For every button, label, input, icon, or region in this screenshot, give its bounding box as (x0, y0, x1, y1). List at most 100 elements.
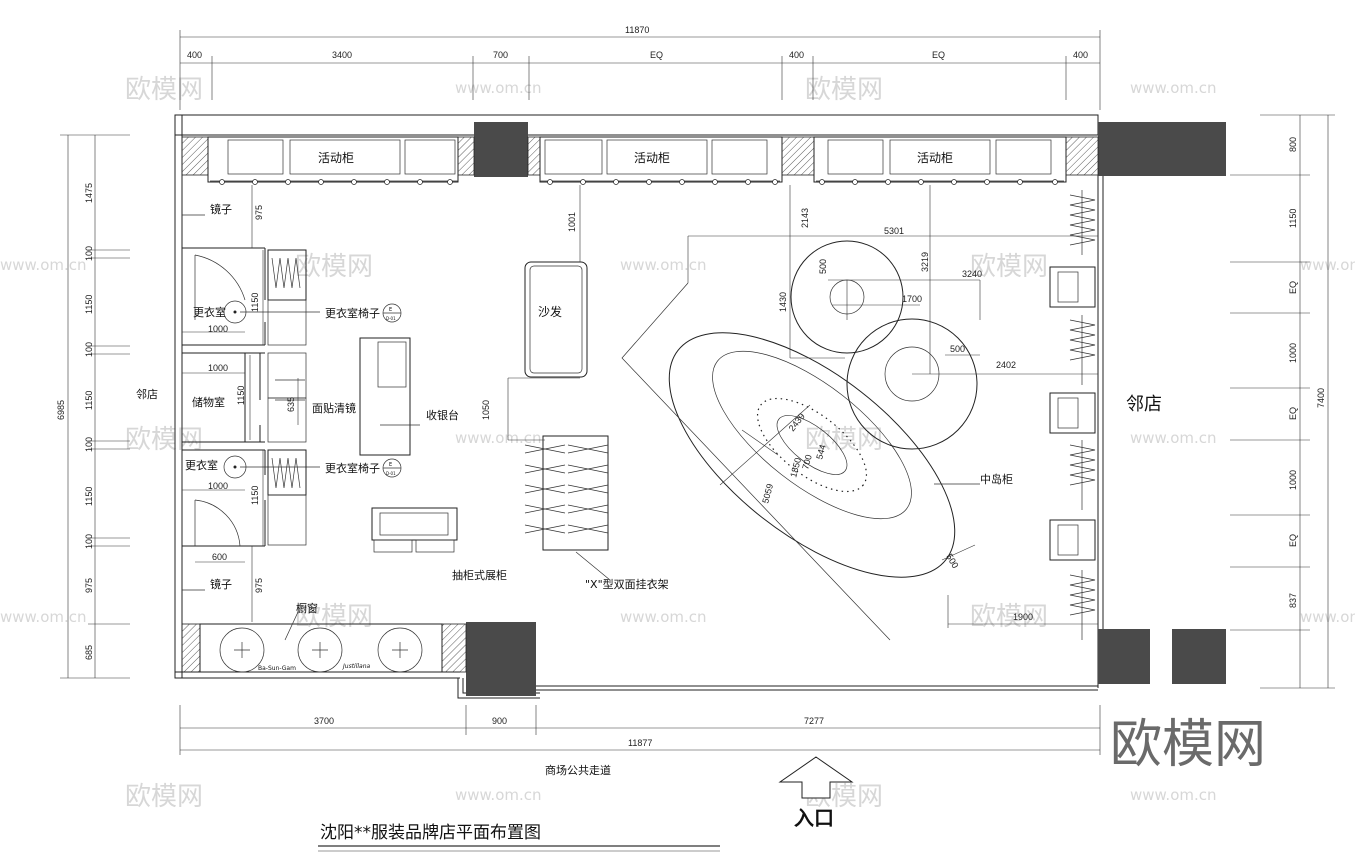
dim-label: 400 (187, 50, 202, 60)
dim-label: 700 (493, 50, 508, 60)
dim-label: EQ (1288, 534, 1298, 547)
watermark-brand: 欧模网 (970, 252, 1048, 282)
island-label: 中岛柜 (980, 472, 1013, 486)
dim-label: 1150 (250, 486, 260, 505)
hatched-walls (181, 136, 1099, 673)
dim-label: 900 (492, 716, 507, 726)
dim-label: 7400 (1316, 388, 1326, 408)
x-rack-label: "X"型双面挂衣架 (585, 577, 669, 591)
dim-label: 700 (800, 453, 814, 470)
inner-dimension-labels: 975 1001 1150 1000 1000 1150 635 1000 11… (208, 205, 1033, 622)
storage-room-label: 储物室 (192, 395, 225, 409)
dim-label: 635 (286, 397, 296, 412)
dim-label: 100 (84, 246, 94, 261)
wardrobe-racks (267, 249, 307, 546)
top-dimensions: 11870 400 3400 700 EQ 400 EQ 400 (179, 25, 1101, 110)
dim-label: EQ (1288, 407, 1298, 420)
dim-label: 975 (254, 578, 264, 593)
bottom-dimensions: 3700 900 7277 11877 (179, 705, 1101, 755)
dim-label: 400 (1073, 50, 1088, 60)
brand-logo: 欧模网 (1110, 715, 1266, 775)
dim-label: 685 (84, 645, 94, 660)
dim-label: 100 (84, 534, 94, 549)
cabinet-label: 活动柜 (318, 151, 354, 165)
wall-mirror-label: 面贴清镜 (312, 401, 356, 415)
watermark-brand: 欧模网 (125, 782, 203, 812)
chair-tag: E (389, 462, 392, 468)
dim-label: 500 (818, 259, 828, 274)
sofa-label: 沙发 (538, 304, 562, 319)
cabinet-label: 活动柜 (634, 151, 670, 165)
x-rack (524, 435, 611, 581)
dim-label: 7277 (804, 716, 824, 726)
dim-label: 100 (84, 342, 94, 357)
dim-label: 975 (254, 205, 264, 220)
dim-label: 1050 (481, 400, 491, 420)
dim-label: 1000 (208, 481, 228, 491)
watermark-brand: 欧模网 (805, 75, 883, 105)
right-dimensions: 7400 800 1150 EQ 1000 EQ 1000 EQ 837 (1230, 114, 1335, 689)
left-dimensions: 6985 1475 100 1150 100 1150 100 1150 100… (56, 134, 130, 679)
watermark-url: www.om.cn (0, 256, 87, 274)
dim-label: 1900 (1013, 612, 1033, 622)
window-label: 橱窗 (296, 601, 318, 615)
changing-chair-label: 更衣室椅子 (325, 461, 380, 475)
watermark-url: www.om.cn (620, 608, 707, 626)
drawing-title: 沈阳**服装品牌店平面布置图 (320, 823, 541, 843)
drawer-cabinet-label: 抽柜式展柜 (452, 568, 507, 582)
dim-label: 11870 (625, 25, 649, 35)
drawer-display-cabinet (371, 507, 458, 553)
watermark-url: www.om.cn (1300, 256, 1355, 274)
window-display: Ba-Sun-Gam Justillana (199, 611, 443, 673)
dim-label: 1150 (236, 386, 246, 405)
inner-dims-center (507, 185, 581, 441)
sofa (524, 261, 588, 378)
watermark-url: www.om.cn (455, 429, 542, 447)
dim-label: 1000 (1288, 470, 1298, 490)
dim-label: 3240 (962, 269, 982, 279)
dim-label: 1150 (250, 293, 260, 312)
dim-label: 11877 (628, 738, 652, 748)
dim-label: EQ (650, 50, 663, 60)
dim-label: 3219 (920, 252, 930, 272)
mirror-label: 镜子 (210, 577, 232, 591)
right-wall-racks (1049, 190, 1096, 640)
dim-label: 500 (950, 344, 965, 354)
dim-label: 1001 (567, 212, 577, 232)
watermark-brand: 欧模网 (295, 252, 373, 282)
watermark-url: www.om.cn (620, 256, 707, 274)
cashier-label: 收银台 (426, 408, 459, 422)
dim-label: 837 (1288, 593, 1298, 608)
dim-label: 2402 (996, 360, 1016, 370)
corridor-label: 商场公共走道 (545, 763, 611, 777)
dim-label: EQ (1288, 281, 1298, 294)
dim-label: 975 (84, 578, 94, 593)
watermark-brand: 欧模网 (805, 425, 883, 455)
dim-label: 100 (84, 437, 94, 452)
dim-label: 544 (814, 443, 828, 460)
dim-label: 2439 (787, 411, 807, 433)
neighbor-left-label: 邻店 (136, 387, 158, 401)
watermark-brand: 欧模网 (295, 602, 373, 632)
watermark-url: www.om.cn (1130, 429, 1217, 447)
dim-label: 600 (212, 552, 227, 562)
dim-label: 500 (944, 552, 960, 570)
watermark-url: www.om.cn (1130, 79, 1217, 97)
dim-label: 1000 (208, 324, 228, 334)
dim-label: 400 (789, 50, 804, 60)
mirror-label: 镜子 (210, 202, 232, 216)
changing-room-label: 更衣室 (185, 458, 218, 472)
changing-chair-label: 更衣室椅子 (325, 306, 380, 320)
dim-label: 800 (1288, 137, 1298, 152)
chair-tag-sub: D-01 (386, 471, 396, 476)
watermark-url: www.om.cn (455, 79, 542, 97)
dim-label: 3400 (332, 50, 352, 60)
columns (466, 122, 1226, 696)
entrance-arrow-icon (778, 756, 854, 799)
watermarks: 欧模网 欧模网 www.om.cn www.om.cn www.om.cn ww… (0, 75, 1355, 812)
cabinet-label: 活动柜 (917, 151, 953, 165)
left-rooms: E D-01 E D-01 (182, 185, 402, 622)
cashier-desk (359, 337, 420, 456)
dim-label: 1700 (902, 294, 922, 304)
